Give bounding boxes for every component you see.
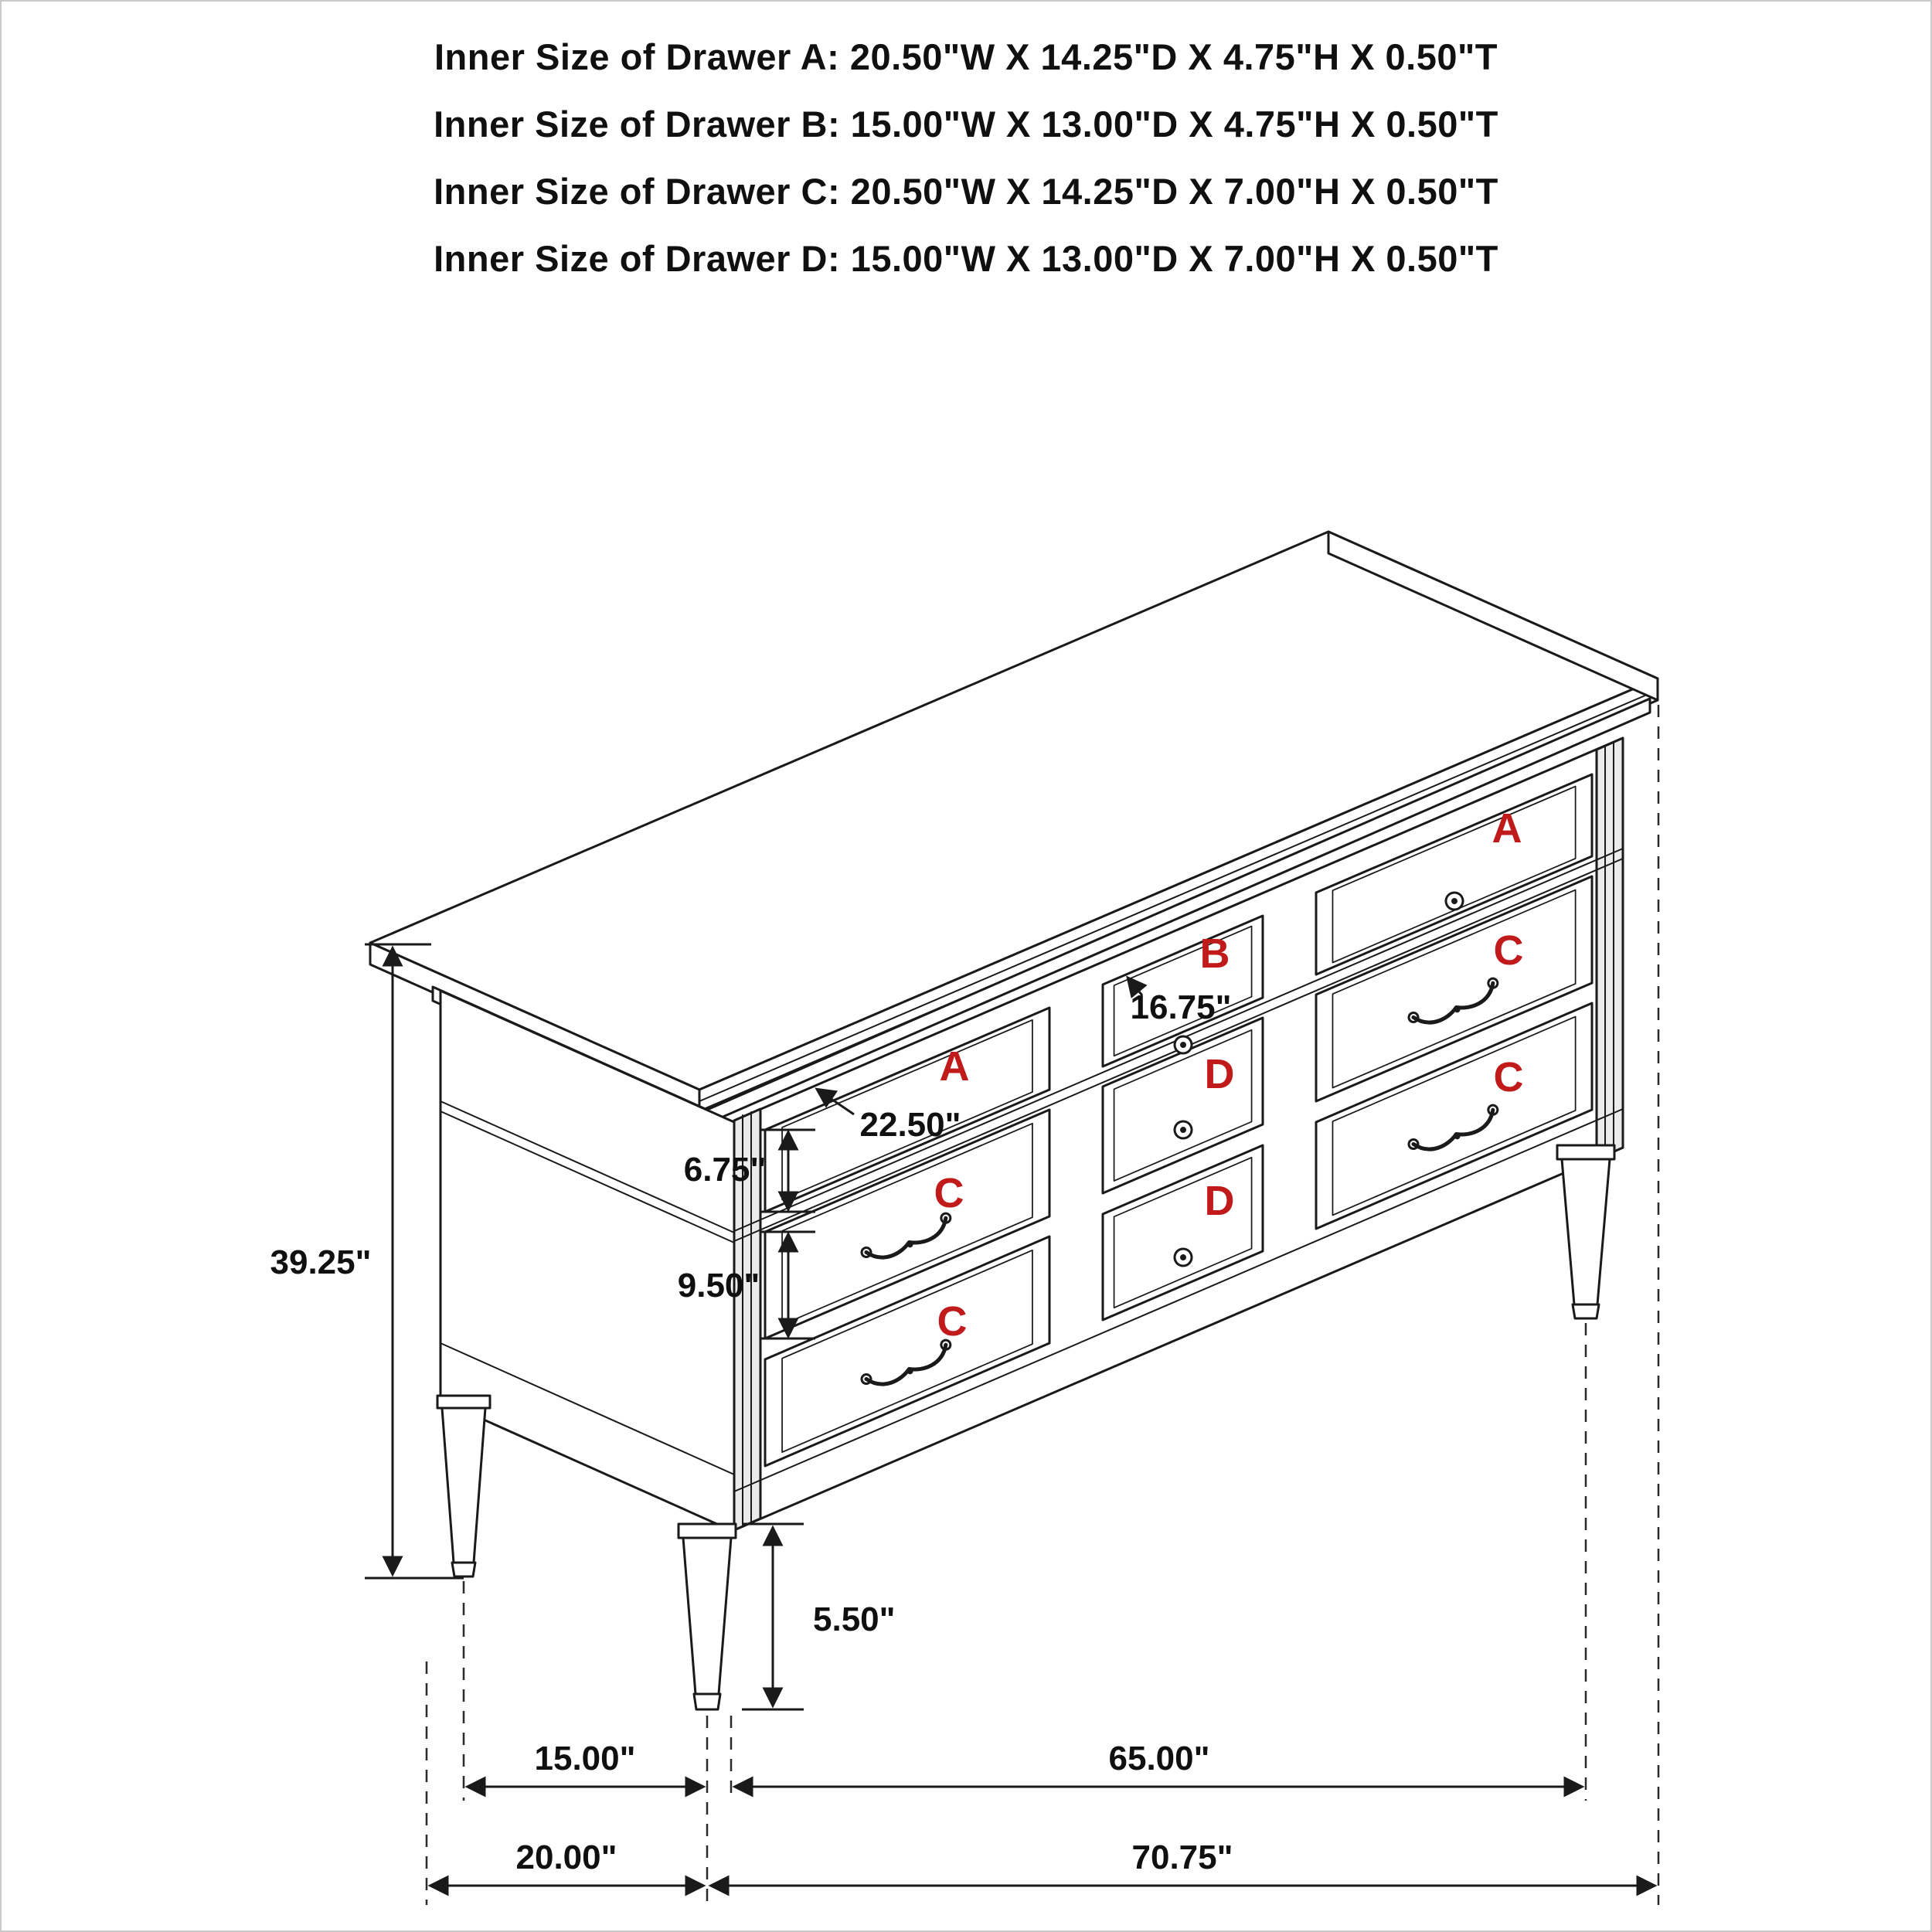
dim-text-leg-width-span: 65.00" bbox=[1109, 1740, 1210, 1777]
dim-text-leg-height: 5.50" bbox=[813, 1600, 896, 1638]
dim-text-drawer-b-width: 16.75" bbox=[1131, 988, 1232, 1026]
dim-text-overall-height: 39.25" bbox=[270, 1243, 372, 1281]
drawer-front-left-mid bbox=[764, 1108, 1051, 1340]
drawer-size-header: Inner Size of Drawer A: 20.50"W X 14.25"… bbox=[0, 23, 1932, 292]
dimension-drawer-a-width: 22.50" bbox=[815, 1087, 961, 1144]
drawer-front-right-mid bbox=[1315, 875, 1594, 1103]
side-base-molding bbox=[440, 1342, 735, 1475]
bail-handle-icon-left-mid bbox=[860, 1212, 952, 1260]
drawer-front-center-mid bbox=[1101, 1016, 1264, 1195]
dim-text-overall-depth: 20.00" bbox=[516, 1838, 617, 1876]
dresser-drawing bbox=[369, 530, 1659, 1711]
label-drawer-center-bottom: D bbox=[1205, 1178, 1235, 1224]
drawer-front-center-top bbox=[1101, 914, 1264, 1068]
dimension-overall-width: 70.75" bbox=[708, 1838, 1658, 1896]
drawer-letter-labels: A C C B D D A C C bbox=[934, 805, 1524, 1345]
label-drawer-center-top: B bbox=[1200, 930, 1230, 977]
dimension-lower-drawer-height: 9.50" bbox=[678, 1230, 815, 1340]
label-drawer-center-mid: D bbox=[1205, 1051, 1235, 1097]
bail-handle-icon-left-bottom bbox=[860, 1338, 952, 1386]
projection-guides bbox=[425, 705, 1660, 1905]
dimension-leg-width-span: 65.00" bbox=[732, 1740, 1585, 1798]
front-right-pilaster bbox=[1595, 736, 1624, 1161]
dimension-leg-depth-span: 15.00" bbox=[464, 1740, 706, 1798]
dim-text-overall-width: 70.75" bbox=[1132, 1838, 1233, 1876]
bail-handle-icon-right-bottom bbox=[1407, 1104, 1499, 1151]
dresser-top-right-edge bbox=[1327, 530, 1659, 702]
drawer-front-left-top bbox=[764, 1006, 1051, 1213]
drawer-front-center-bottom bbox=[1101, 1144, 1264, 1321]
apron-molding-line bbox=[733, 1108, 1624, 1492]
label-drawer-left-mid: C bbox=[934, 1170, 964, 1216]
label-drawer-left-bottom: C bbox=[937, 1298, 968, 1345]
spec-line-drawer-d: Inner Size of Drawer D: 15.00"W X 13.00"… bbox=[434, 238, 1498, 279]
label-drawer-left-top: A bbox=[940, 1043, 970, 1090]
label-drawer-right-mid: C bbox=[1494, 927, 1524, 974]
knob-icon-center-bottom bbox=[1173, 1247, 1193, 1267]
knob-icon-center-top bbox=[1173, 1035, 1193, 1055]
knob-icon-right-top bbox=[1444, 891, 1464, 911]
drawer-front-right-bottom bbox=[1315, 1002, 1594, 1230]
dimension-top-drawer-height: 6.75" bbox=[684, 1128, 815, 1213]
side-molding-upper bbox=[440, 1100, 735, 1233]
dimension-annotations: 39.25" 6.75" 9.50" 22.50" 16.75" bbox=[270, 943, 1658, 1896]
dim-text-lower-drawer-height: 9.50" bbox=[678, 1267, 760, 1304]
leg-front-left bbox=[677, 1522, 737, 1711]
dimension-overall-depth: 20.00" bbox=[427, 1838, 706, 1896]
dresser-top-front-molding-line bbox=[699, 689, 1658, 1102]
leg-back-left bbox=[436, 1394, 492, 1578]
leg-front-right bbox=[1556, 1144, 1616, 1320]
spec-line-drawer-a: Inner Size of Drawer A: 20.50"W X 14.25"… bbox=[434, 36, 1498, 77]
knob-icon-center-mid bbox=[1173, 1120, 1193, 1140]
dim-text-top-drawer-height: 6.75" bbox=[684, 1151, 767, 1189]
label-drawer-right-top: A bbox=[1492, 805, 1522, 852]
dim-text-drawer-a-width: 22.50" bbox=[860, 1106, 961, 1144]
bail-handle-icon-right-mid bbox=[1407, 977, 1499, 1025]
label-drawer-right-bottom: C bbox=[1494, 1054, 1524, 1100]
spec-line-drawer-b: Inner Size of Drawer B: 15.00"W X 13.00"… bbox=[434, 104, 1498, 145]
dim-text-leg-depth-span: 15.00" bbox=[535, 1740, 636, 1777]
spec-line-drawer-c: Inner Size of Drawer C: 20.50"W X 14.25"… bbox=[434, 171, 1498, 212]
dimension-overall-height: 39.25" bbox=[270, 943, 464, 1580]
dimension-leg-height: 5.50" bbox=[742, 1522, 896, 1711]
drawer-front-left-bottom bbox=[764, 1235, 1051, 1468]
side-molding-lower bbox=[440, 1111, 735, 1243]
drawer-front-right-top bbox=[1315, 773, 1594, 976]
dimension-drawer-b-width: 16.75" bbox=[1126, 975, 1232, 1026]
